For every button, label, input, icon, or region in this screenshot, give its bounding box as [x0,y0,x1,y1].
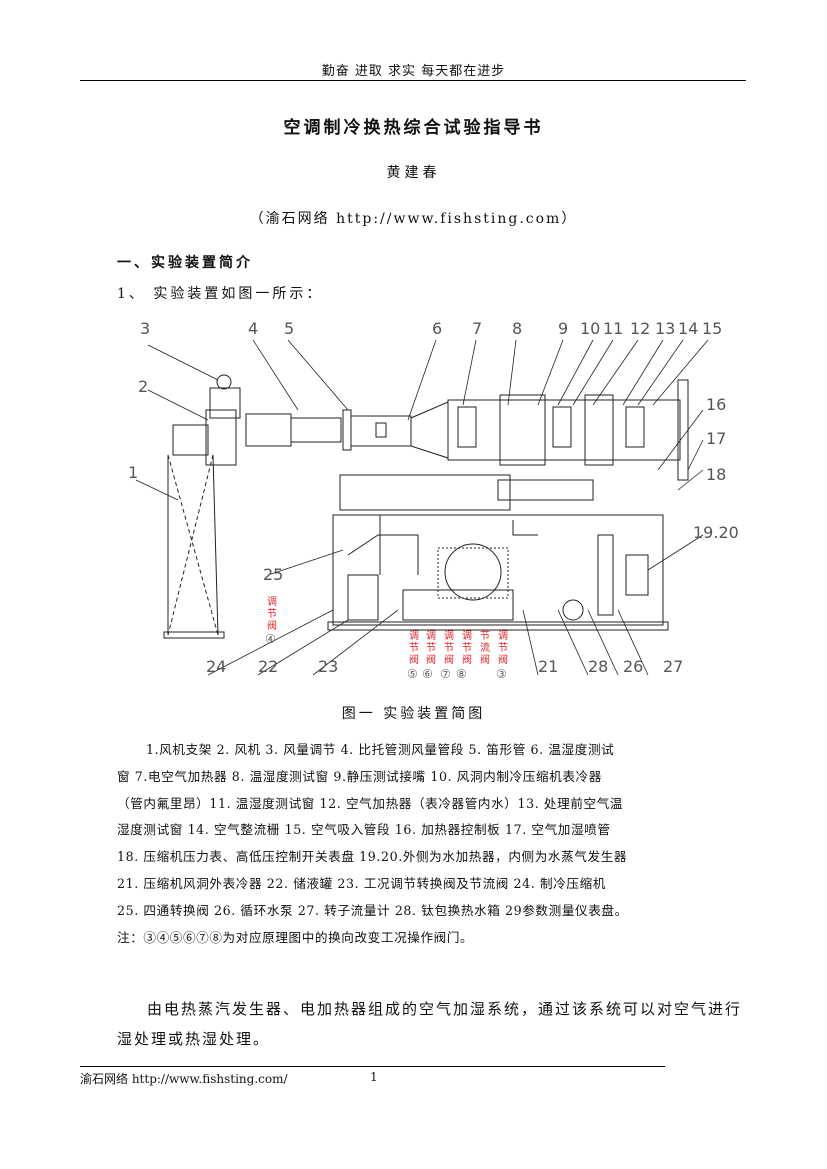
valve-8-num: ⑧ [456,667,467,681]
callout-14: 14 [678,319,698,338]
callout-15: 15 [702,319,722,338]
valve-7-l1: 调 [444,630,454,642]
callout-27: 27 [663,657,683,676]
valve-25-l2: 节 [267,608,277,620]
throttle-valve-l3: 阀 [480,653,490,666]
page-number: 1 [370,1070,378,1084]
throttle-valve-l2: 流 [480,641,490,654]
callout-26: 26 [623,657,643,676]
callout-8: 8 [512,319,522,338]
callout-28: 28 [588,657,608,676]
footer-site: 渝石网络 http://www.fishsting.com/ [80,1072,288,1086]
valve-25-l3: 阀 [267,619,277,632]
apparatus-diagram: 3 4 5 6 7 8 9 10 11 12 13 14 15 2 1 16 1… [128,319,739,681]
callout-23: 23 [318,657,338,676]
valve-8-l3: 阀 [462,653,472,666]
body-paragraph: 由电热蒸汽发生器、电加热器组成的空气加湿系统，通过该系统可以对空气进行湿处理或热… [117,1000,743,1048]
valve-8-l1: 调 [462,630,472,642]
callout-4: 4 [248,319,258,338]
valve-6-l2: 节 [426,642,436,654]
valve-25-l1: 调 [267,596,277,608]
valve-3-l2: 节 [498,642,508,654]
callout-16: 16 [706,395,726,414]
callout-25: 25 [263,565,283,584]
valve-3-l1: 调 [498,630,508,642]
callout-5: 5 [284,319,294,338]
footer-rule [80,1066,665,1067]
callout-22: 22 [258,657,278,676]
valve-6-l3: 阀 [426,653,436,666]
callout-7: 7 [472,319,482,338]
callout-11: 11 [603,319,623,338]
valve-7-l3: 阀 [444,653,454,666]
callout-1: 1 [128,463,138,482]
header-rule [80,80,746,81]
callout-24: 24 [206,657,226,676]
valve-6-l1: 调 [426,630,436,642]
valve-5-l2: 节 [409,642,419,654]
callout-18: 18 [706,465,726,484]
callout-6: 6 [432,319,442,338]
callout-10: 10 [580,319,600,338]
callout-9: 9 [558,319,568,338]
callout-3: 3 [140,319,150,338]
legend-line: 1.风机支架 2. 风机 3. 风量调节 4. 比托管测风量管段 5. 笛形管 … [145,742,615,757]
legend-line: 21. 压缩机风洞外表冷器 22. 储液罐 23. 工况调节转换阀及节流阀 24… [117,875,606,891]
legend-line: （管内氟里昂）11. 温湿度测试窗 12. 空气加热器（表冷器管内水）13. 处… [117,795,624,811]
document-source: （渝石网络 http://www.fishsting.com） [249,211,578,227]
legend-line: 18. 压缩机压力表、高低压控制开关表盘 19.20.外侧为水加热器，内侧为水蒸… [117,849,628,865]
legend-line: 湿度测试窗 14. 空气整流栅 15. 空气吸入管段 16. 加热器控制板 17… [117,822,611,838]
valve-7-l2: 节 [444,642,454,654]
section-heading: 一、实验装置简介 [117,255,253,271]
valve-3-num: ③ [496,667,507,681]
component-legend: 1.风机支架 2. 风机 3. 风量调节 4. 比托管测风量管段 5. 笛形管 … [117,737,749,951]
valve-8-l2: 节 [462,642,472,654]
valve-3-l3: 阀 [498,653,508,666]
valve-5-num: ⑤ [407,667,418,681]
valve-25-num: ④ [265,632,276,646]
valve-6-num: ⑥ [422,667,433,681]
callout-17: 17 [706,429,726,448]
valve-5-l1: 调 [409,630,419,642]
callout-19-20: 19.20 [693,523,739,542]
document-author: 黄建春 [386,165,441,181]
valve-5-l3: 阀 [409,653,419,666]
callout-21: 21 [538,657,558,676]
legend-line: 窗 7.电空气加热器 8. 温湿度测试窗 9.静压测试接嘴 10. 风洞内制冷压… [117,768,602,784]
legend-note: 注：③④⑤⑥⑦⑧为对应原理图中的换向改变工况操作阀门。 [117,929,474,945]
valve-7-num: ⑦ [440,667,451,681]
page-header-motto: 勤奋 进取 求实 每天都在进步 [321,64,506,79]
document-title: 空调制冷换热综合试验指导书 [283,118,544,138]
callout-13: 13 [655,319,675,338]
callout-12: 12 [630,319,650,338]
throttle-valve-l1: 节 [480,630,490,642]
figure-caption: 图一 实验装置简图 [341,706,486,722]
callout-2: 2 [138,377,148,396]
legend-line: 25. 四通转换阀 26. 循环水泵 27. 转子流量计 28. 钛包换热水箱 … [117,902,628,918]
subsection-heading: 1、 实验装置如图一所示： [117,286,324,302]
